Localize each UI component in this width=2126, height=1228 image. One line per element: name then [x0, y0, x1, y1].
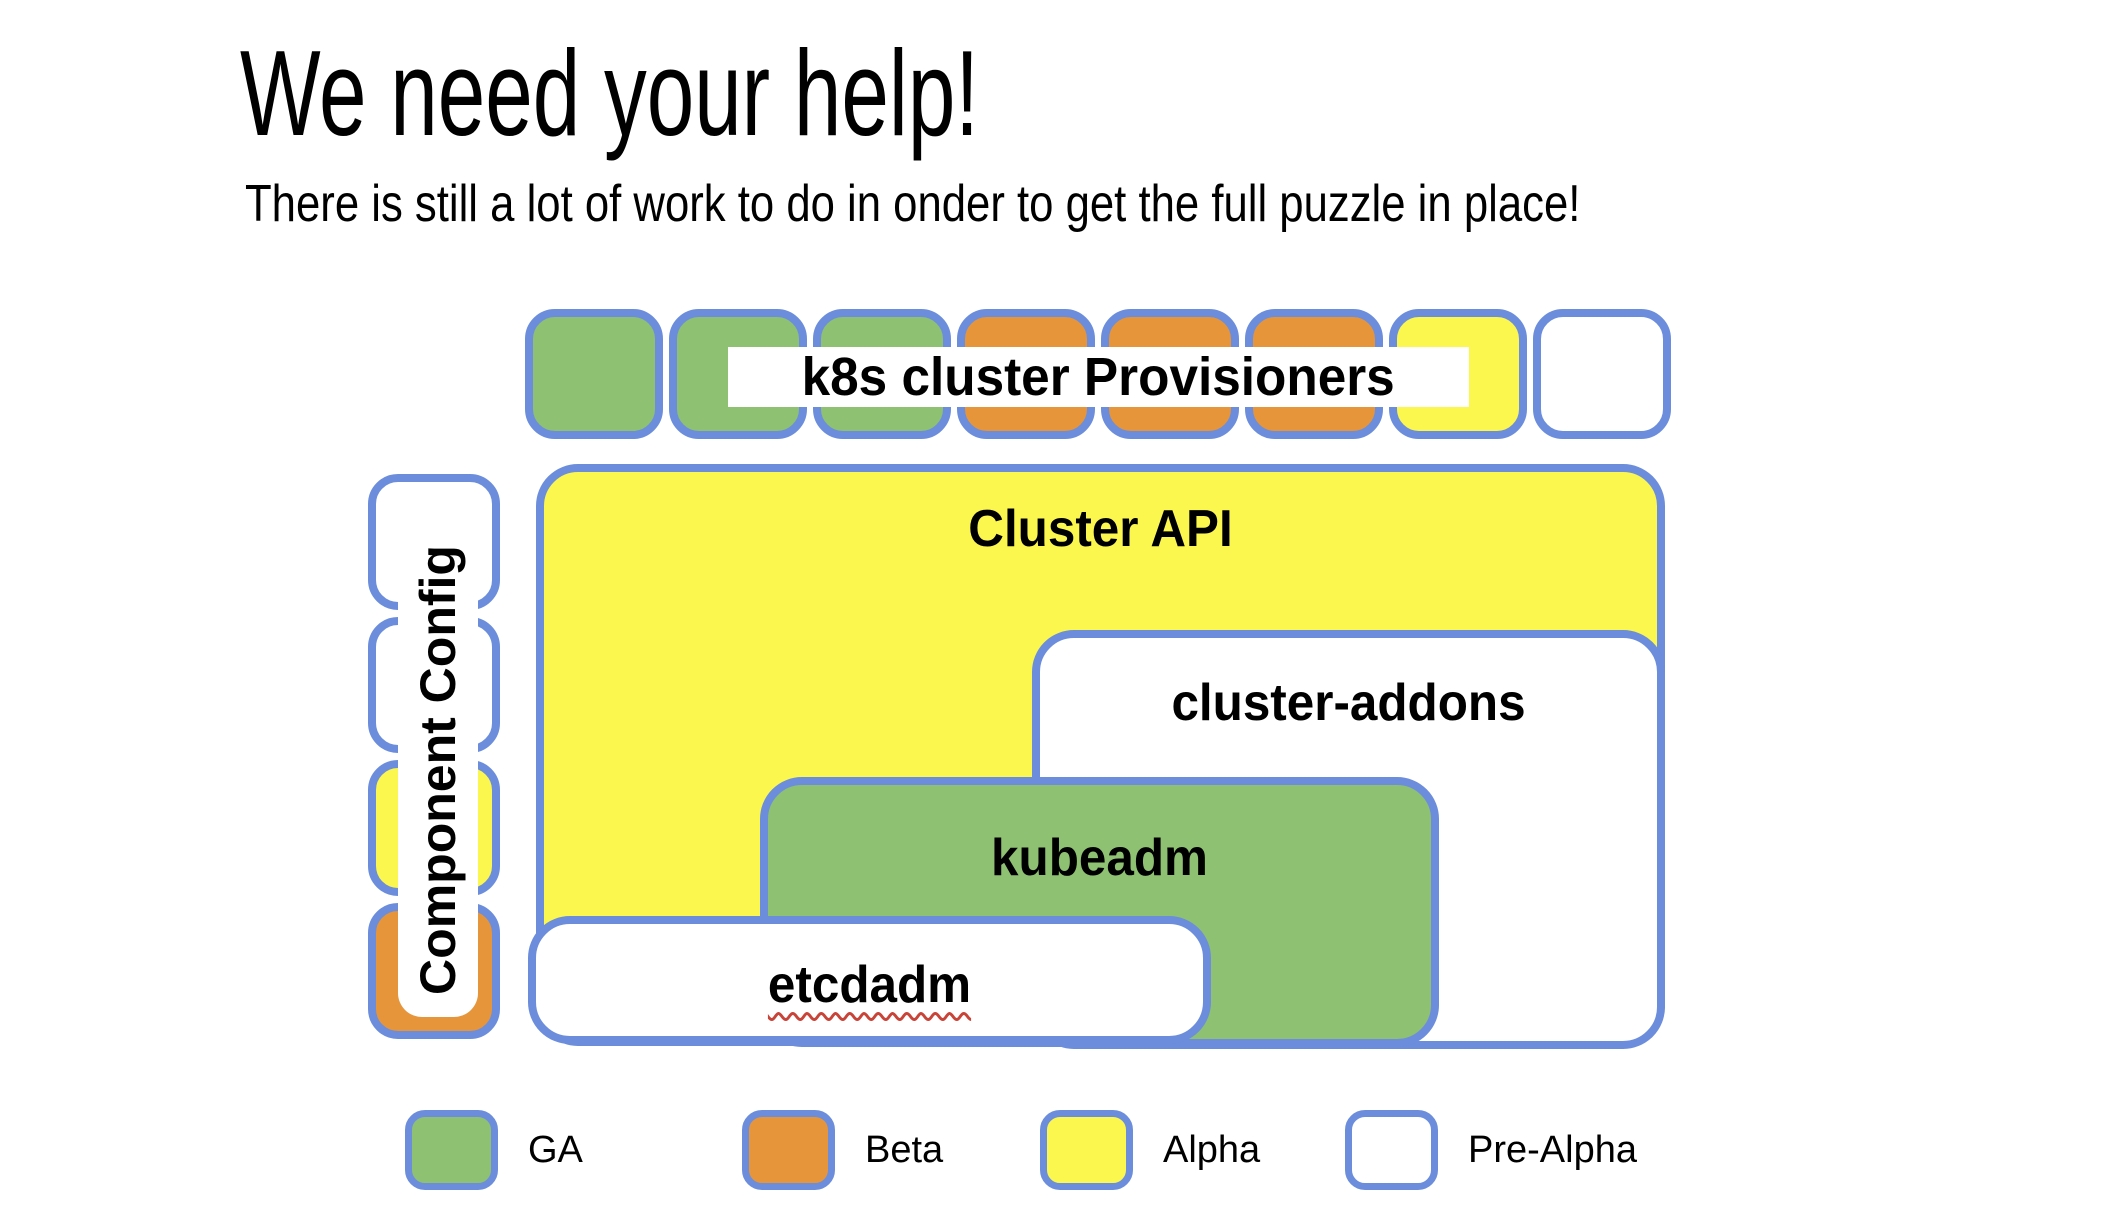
- provisioners-label-bar: k8s cluster Provisioners: [728, 347, 1469, 407]
- component-config-label: Component Config: [410, 545, 466, 995]
- component-config-label-box: Component Config: [398, 523, 478, 1017]
- legend-item-pre-alpha: Pre-Alpha: [1345, 1110, 1637, 1190]
- etcdadm-label-text: etcdadm: [767, 956, 972, 1014]
- legend-label: Alpha: [1163, 1129, 1261, 1171]
- provisioner-square-1-ga: [525, 309, 663, 439]
- provisioners-label: k8s cluster Provisioners: [801, 347, 1396, 407]
- block-kubeadm-label: kubeadm: [991, 829, 1208, 887]
- legend-label: GA: [528, 1129, 583, 1171]
- provisioner-square-8-pre_alpha: [1533, 309, 1671, 439]
- legend-swatch-beta: [742, 1110, 835, 1190]
- block-cluster-api-label: Cluster API: [968, 500, 1233, 558]
- legend-item-beta: Beta: [742, 1110, 943, 1190]
- legend-label: Pre-Alpha: [1468, 1129, 1637, 1171]
- block-etcdadm-label: etcdadm: [553, 959, 1187, 1011]
- legend-item-alpha: Alpha: [1040, 1110, 1260, 1190]
- legend-swatch-ga: [405, 1110, 498, 1190]
- block-etcdadm: etcdadm: [528, 916, 1211, 1044]
- legend-label: Beta: [865, 1129, 944, 1171]
- page-title: We need your help!: [240, 25, 980, 161]
- page-subtitle: There is still a lot of work to do in on…: [245, 175, 1581, 233]
- legend-swatch-pre_alpha: [1345, 1110, 1438, 1190]
- block-cluster-addons-label: cluster-addons: [1171, 674, 1526, 732]
- legend-item-ga: GA: [405, 1110, 583, 1190]
- legend-swatch-alpha: [1040, 1110, 1133, 1190]
